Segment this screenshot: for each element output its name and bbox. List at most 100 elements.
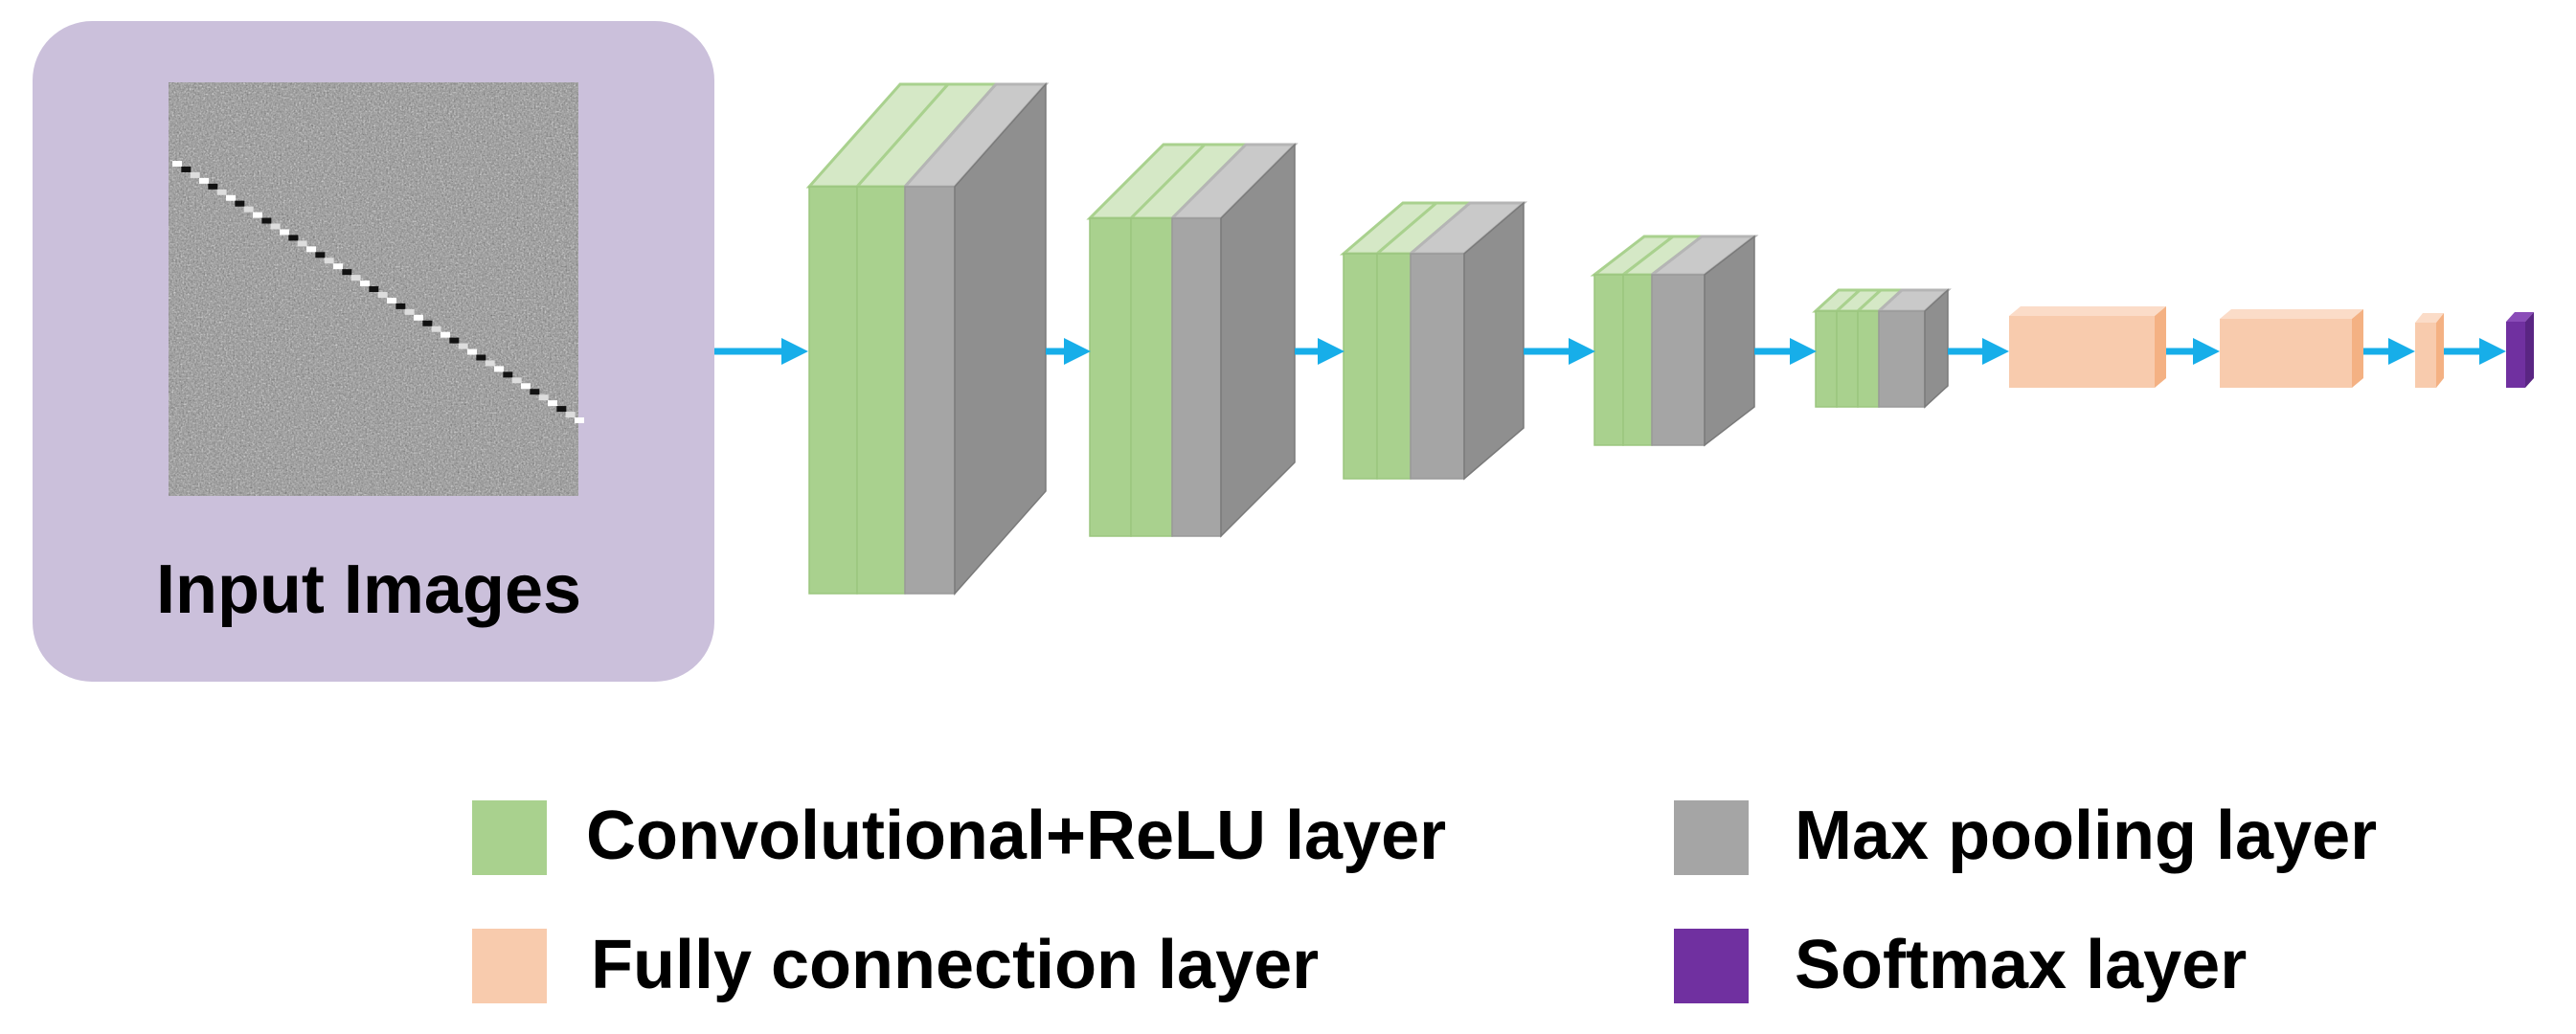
conv-layer: [1130, 217, 1173, 537]
streak-pixel: [208, 183, 218, 190]
conv-layer: [1376, 253, 1412, 480]
streak-pixel: [521, 383, 531, 390]
streak-pixel: [342, 269, 352, 276]
pool-layer: [1410, 253, 1465, 480]
legend-item-pool: Max pooling layer: [1674, 798, 2377, 875]
streak-pixel: [476, 354, 486, 361]
streak-pixel: [404, 308, 415, 315]
fc-layer-top: [2009, 306, 2166, 316]
streak-pixel: [235, 200, 245, 207]
legend: Convolutional+ReLU layer Max pooling lay…: [472, 798, 2377, 1003]
streak-pixel: [377, 291, 388, 298]
input-panel-label: Input Images: [156, 551, 581, 628]
legend-swatch-conv: [472, 800, 547, 875]
streak-pixel: [181, 166, 192, 172]
streak-pixel: [216, 189, 227, 195]
legend-label-pool: Max pooling layer: [1795, 798, 2377, 874]
legend-item-fc: Fully connection layer: [472, 927, 1319, 1003]
streak-pixel: [503, 371, 513, 378]
pool-layer-side: [1463, 201, 1525, 481]
pool-layer: [1878, 310, 1926, 408]
pool-layer-side: [1924, 288, 1949, 409]
streak-pixel: [458, 343, 468, 349]
streak-pixel: [538, 394, 549, 401]
streak-pixel: [548, 400, 557, 407]
streak-pixel: [441, 331, 450, 338]
streak-pixel: [360, 281, 370, 287]
streak-pixel: [306, 246, 316, 253]
streak-pixel: [261, 217, 272, 224]
streak-pixel: [243, 206, 254, 213]
streak-pixel: [369, 286, 379, 293]
legend-item-conv: Convolutional+ReLU layer: [472, 798, 1446, 875]
legend-item-softmax: Softmax layer: [1674, 927, 2247, 1003]
streak-pixel: [387, 297, 396, 303]
pool-layer: [1651, 274, 1706, 446]
fully-connected-layer-2: [2220, 309, 2363, 388]
streak-pixel: [414, 314, 423, 321]
legend-label-conv: Convolutional+ReLU layer: [586, 798, 1446, 874]
streak-pixel: [253, 212, 262, 218]
conv-pool-block-4: [1590, 235, 1759, 447]
pool-layer: [904, 186, 956, 595]
streak-pixel: [333, 263, 343, 270]
streak-pixel: [565, 412, 576, 418]
network-layers: [714, 82, 2534, 596]
input-image-streak: [172, 161, 584, 423]
fc-layer-side: [2436, 313, 2444, 388]
conv-layer: [856, 186, 906, 595]
pool-layer-side: [1220, 143, 1296, 538]
fc-layer-front: [2009, 316, 2155, 388]
pool-layer-side: [954, 82, 1047, 596]
legend-label-fc: Fully connection layer: [591, 927, 1319, 1003]
streak-pixel: [422, 320, 433, 326]
conv-layer: [1836, 310, 1859, 408]
softmax-layer-top: [2506, 312, 2534, 322]
conv-layer: [808, 186, 858, 595]
streak-pixel: [190, 171, 200, 178]
conv-pool-block-1: [805, 82, 1050, 596]
streak-pixel: [494, 366, 504, 372]
fc-layer-side: [2352, 309, 2363, 388]
conv-pool-block-3: [1339, 201, 1528, 481]
streak-pixel: [511, 377, 522, 384]
fully-connected-layer-3: [2415, 313, 2444, 388]
fc-layer-front: [2415, 323, 2436, 388]
streak-pixel: [280, 229, 289, 236]
conv-pool-block-2: [1086, 143, 1299, 538]
softmax-layer: [2506, 312, 2534, 388]
streak-pixel: [199, 177, 209, 184]
streak-pixel: [449, 337, 460, 344]
streak-pixel: [485, 360, 495, 367]
streak-pixel: [172, 161, 182, 167]
legend-swatch-pool: [1674, 800, 1749, 875]
conv-layer: [1343, 253, 1378, 480]
fc-layer-top: [2415, 313, 2444, 323]
streak-pixel: [556, 406, 567, 413]
streak-pixel: [395, 303, 406, 309]
fc-layer-front: [2220, 319, 2352, 388]
streak-pixel: [288, 235, 299, 241]
fully-connected-layer-1: [2009, 306, 2166, 388]
streak-pixel: [324, 258, 334, 264]
streak-pixel: [575, 417, 584, 423]
pool-layer: [1171, 217, 1222, 537]
conv-layer: [1622, 274, 1653, 446]
streak-pixel: [350, 275, 361, 281]
legend-swatch-softmax: [1674, 929, 1749, 1003]
streak-pixel: [530, 389, 540, 395]
pool-layer-side: [1704, 235, 1755, 447]
streak-pixel: [467, 348, 477, 355]
conv-layer: [1815, 310, 1838, 408]
legend-swatch-fc: [472, 929, 547, 1003]
softmax-layer-front: [2506, 322, 2525, 388]
fc-layer-top: [2220, 309, 2363, 319]
conv-pool-block-5: [1812, 288, 1952, 409]
input-image: [169, 82, 584, 496]
streak-pixel: [270, 223, 281, 230]
streak-pixel: [315, 252, 326, 258]
conv-layer: [1089, 217, 1132, 537]
legend-label-softmax: Softmax layer: [1795, 927, 2247, 1003]
conv-layer: [1593, 274, 1624, 446]
